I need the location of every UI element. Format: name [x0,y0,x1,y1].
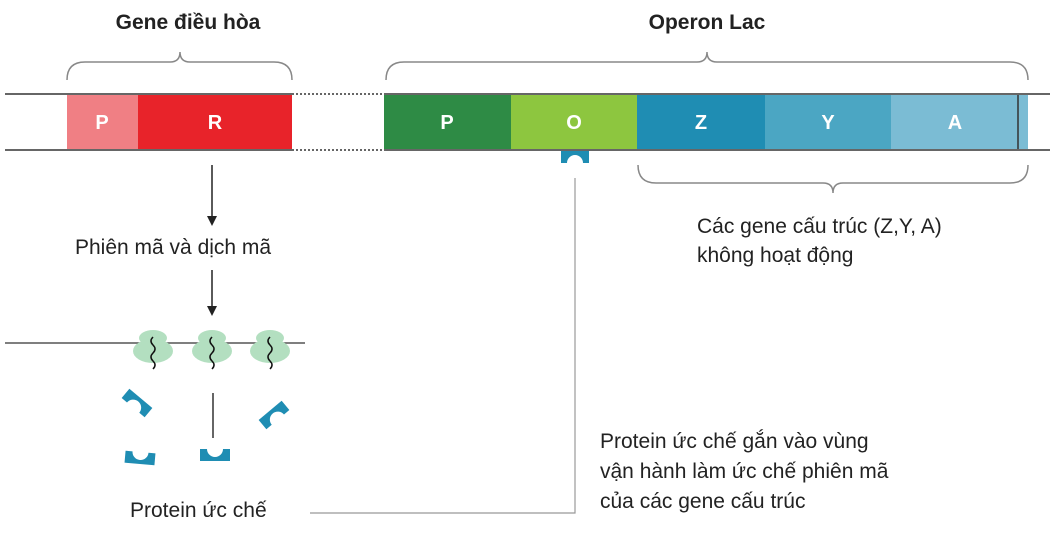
structural-genes-label-2: không hoạt động [697,244,853,267]
segment-y: Y [765,95,891,149]
binding-label-2: vận hành làm ức chế phiên mã [600,460,889,483]
svg-text:A: A [948,112,962,134]
binding-label-1: Protein ức chế gắn vào vùng [600,430,869,453]
structural-genes-label-1: Các gene cấu trúc (Z,Y, A) [697,215,942,238]
repressor-label: Protein ức chế [130,499,267,522]
operon-brace [385,51,1029,81]
binding-label-3: của các gene cấu trúc [600,490,805,513]
repressor-protein-icon [124,450,156,466]
svg-text:Z: Z [695,112,707,134]
segment-regulator-gene: R [138,95,292,149]
repressor-protein-icon [200,449,230,461]
repressor-leader-line [310,178,576,514]
regulator-gene-title: Gene điều hòa [116,11,261,34]
segment-a: A [891,95,1028,149]
segment-regulator-promoter: P [67,95,138,149]
regulator-brace [66,51,293,81]
arrow-down-icon [207,165,217,226]
ribosome-icon [192,330,232,370]
segment-promoter: P [384,95,511,149]
ribosome-icon [133,330,173,370]
svg-text:O: O [566,112,582,134]
operon-title: Operon Lac [649,11,766,34]
transcription-label: Phiên mã và dịch mã [75,236,271,259]
structural-genes-brace [637,164,1029,194]
svg-text:R: R [208,112,223,134]
segment-z: Z [637,95,765,149]
dna-strand [5,93,1050,151]
ribosome-icon [250,330,290,370]
svg-text:P: P [95,112,108,134]
bound-repressor [561,151,589,163]
segment-operator: O [511,95,637,149]
svg-text:Y: Y [821,112,835,134]
repressor-protein-icon [258,400,290,430]
arrow-down-icon [207,270,217,316]
repressor-protein-icon [121,388,153,418]
svg-text:P: P [440,112,453,134]
